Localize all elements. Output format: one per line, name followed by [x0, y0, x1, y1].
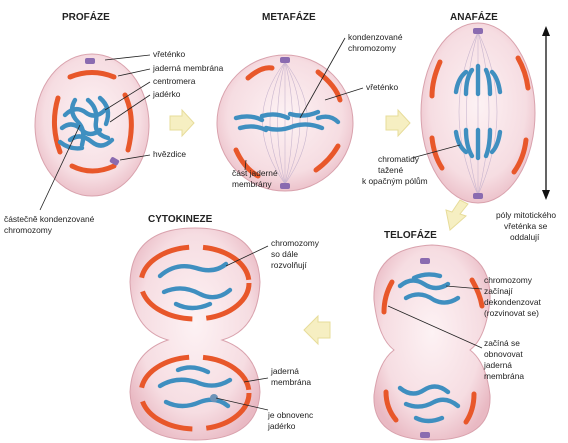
annotation-label: kondenzované	[348, 32, 403, 42]
annotation-label: chromozomy	[348, 43, 397, 53]
arrow-anafaze-telofaze	[446, 200, 468, 230]
annotation-label: jaderná membrána	[152, 63, 224, 73]
arrow-metafaze-anafaze	[386, 110, 410, 136]
annotation-label: hvězdice	[153, 149, 186, 159]
annotation-label: tažené	[378, 165, 403, 175]
annotation-label: membrána	[271, 377, 311, 387]
arrow-telofaze-cytokineze	[304, 316, 330, 344]
annotation-label: chromatidy	[378, 154, 420, 164]
annotation-label: vřeténko	[366, 82, 398, 92]
cell-profaze	[35, 54, 149, 196]
stage-title-cytokineze: CYTOKINEZE	[148, 214, 213, 225]
annotation-label: jaderná	[270, 366, 299, 376]
stage-title-anafaze: ANAFÁZE	[450, 10, 498, 23]
annotation-label: póly mitotického	[496, 210, 556, 220]
cell-cytokineze	[130, 228, 260, 440]
annotation-label: oddalují	[510, 232, 540, 242]
anafaze-axis-arrow	[542, 26, 550, 200]
arrow-profaze-metafaze	[170, 110, 194, 136]
annotation-label: vřeténka se	[504, 221, 548, 231]
annotation-label: chromozomy	[271, 238, 320, 248]
annotation-label: vřeténko	[153, 49, 185, 59]
annotation-label: centromera	[153, 76, 196, 86]
stage-title-metafaze: METAFÁZE	[262, 10, 316, 23]
annotation-label: k opačným pólům	[362, 176, 428, 186]
stage-title-profaze: PROFÁZE	[62, 10, 110, 23]
annotation-label: obnovovat	[484, 349, 523, 359]
stage-title-telofaze: TELOFÁZE	[384, 228, 437, 241]
cell-telofaze	[374, 245, 490, 440]
centrosome-top	[85, 58, 95, 64]
annotation-label: membrána	[484, 371, 524, 381]
annotation-label: část jaderné	[232, 168, 278, 178]
annotation-label: so dále	[271, 249, 298, 259]
annotation-label: chromozomy	[484, 275, 533, 285]
annotation-label: rozvolňují	[271, 260, 308, 270]
annotation-label: jaderná	[483, 360, 512, 370]
annotation-label: (rozvinovat se)	[484, 308, 539, 318]
cell-anafaze	[421, 23, 535, 203]
annotation-label: je obnovenc	[267, 410, 313, 420]
annotation-label: jadérko	[267, 421, 296, 431]
annotation-label: začíná se	[484, 338, 520, 348]
annotation-label: dekondenzovat	[484, 297, 541, 307]
annotation-label: částečně kondenzované	[4, 214, 95, 224]
annotation-label: membrány	[232, 179, 272, 189]
annotation-label: začínají	[484, 286, 514, 296]
annotation-label: jadérko	[152, 89, 181, 99]
annotation-label: chromozomy	[4, 225, 53, 235]
